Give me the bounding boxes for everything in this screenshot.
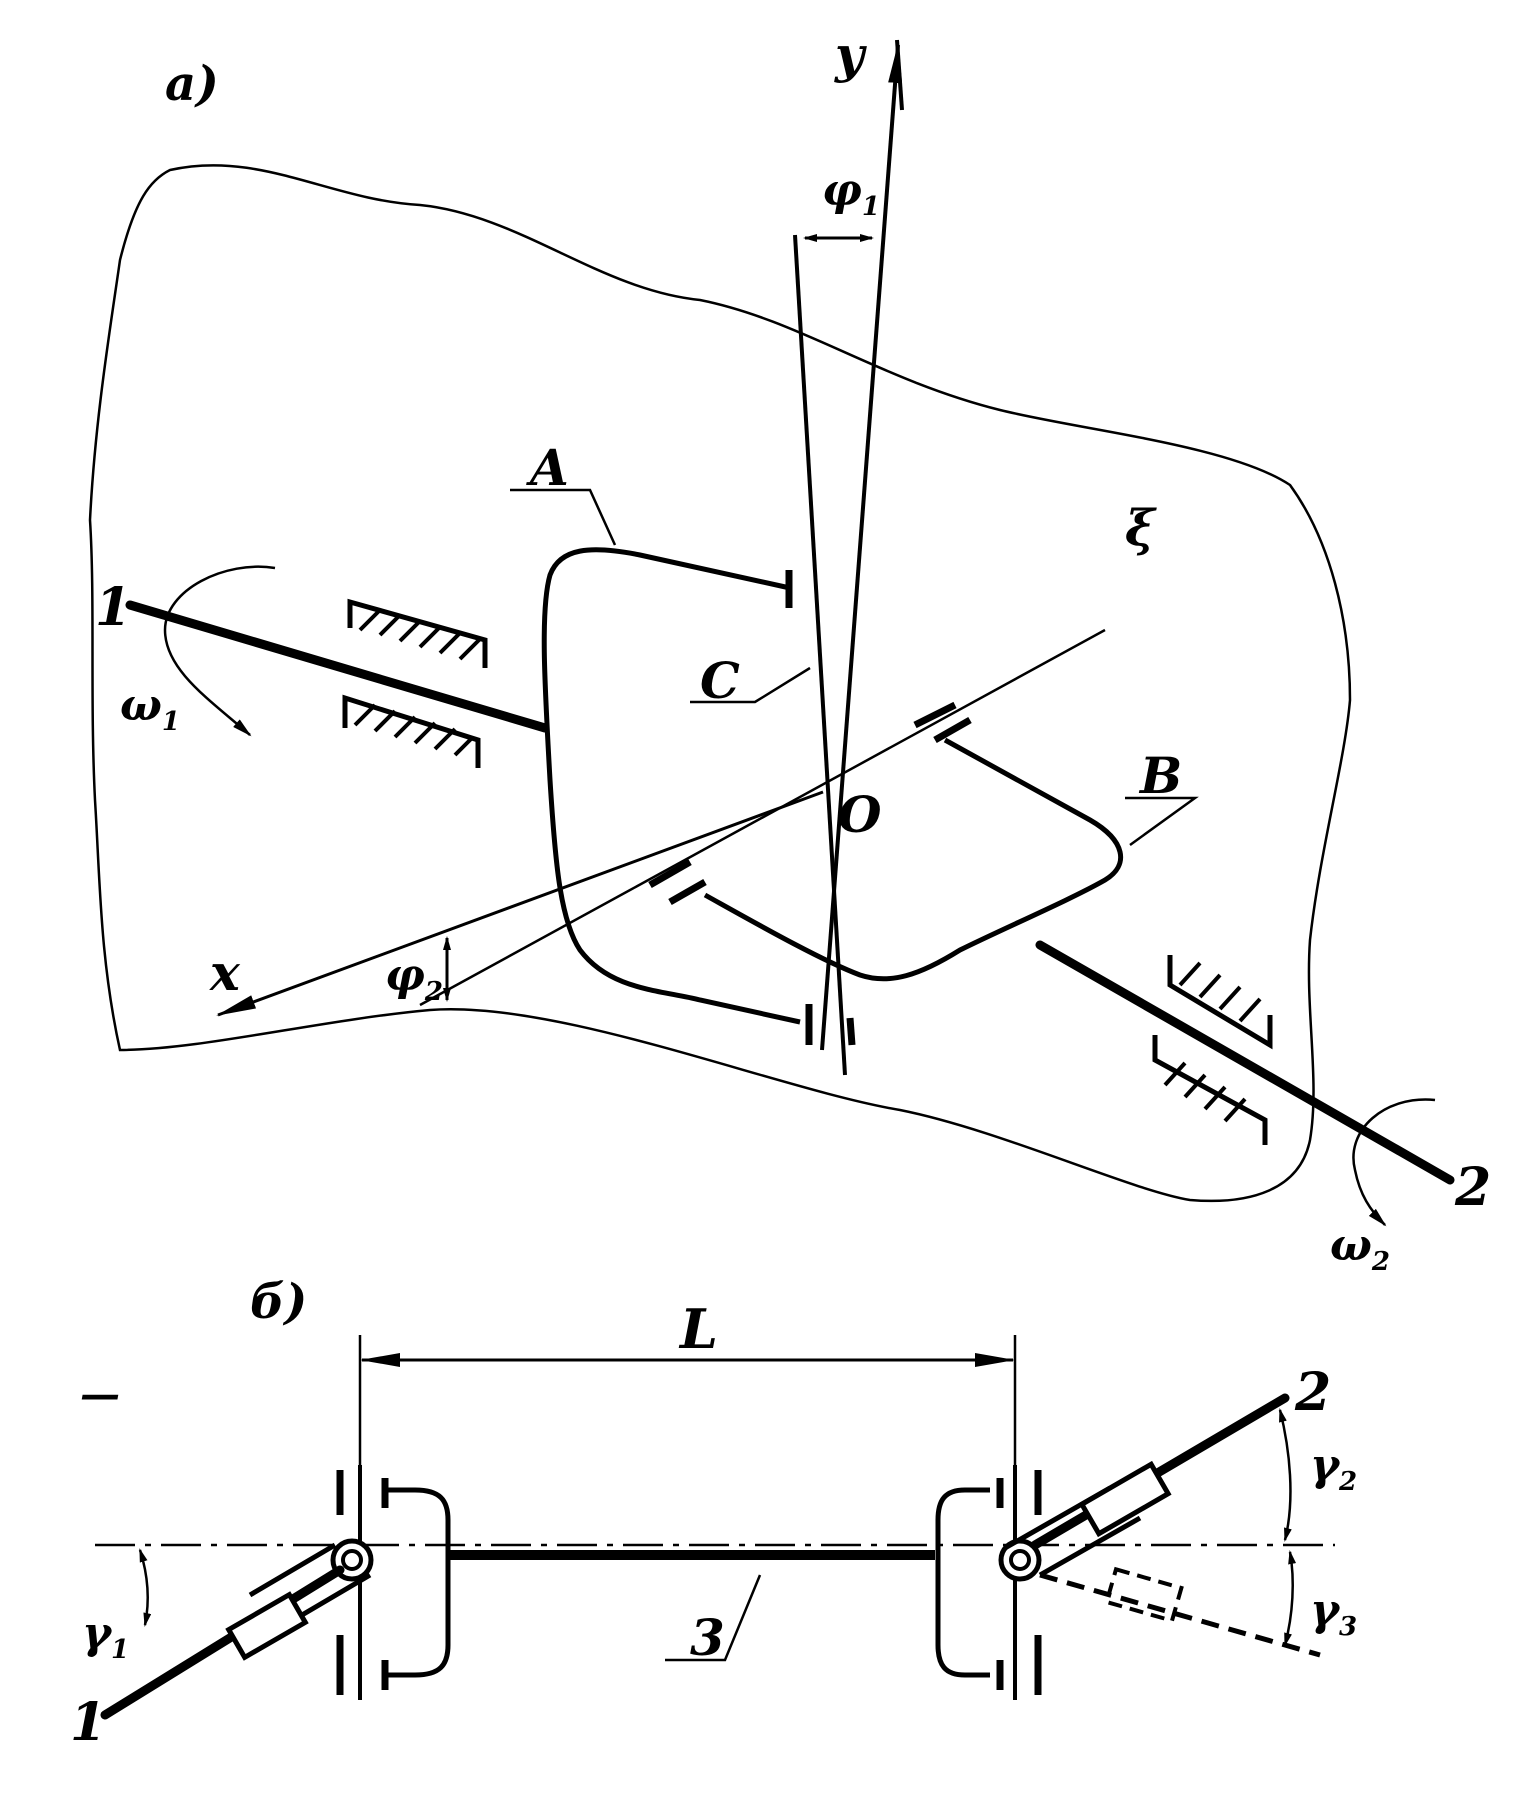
phi1-label: φ1 — [822, 165, 880, 222]
fork-a — [541, 547, 801, 1025]
bearing-2-lower — [1152, 1035, 1268, 1145]
bearing-1-lower-hatch — [353, 703, 474, 757]
shaft-2-label: 2 — [1454, 1157, 1491, 1218]
gamma1-arc — [138, 1548, 152, 1627]
plane-xi-outline — [88, 164, 1352, 1203]
shaft-1-b-label: 1 — [70, 1692, 106, 1753]
cross-c-axis — [793, 234, 847, 1076]
cross-c-label: C — [700, 651, 740, 710]
shaft-2 — [1035, 940, 1455, 1185]
fork-b-axis — [419, 628, 1106, 1007]
right-joint-pivot-inner — [1009, 1549, 1031, 1571]
shaft-3-leader — [665, 1574, 762, 1662]
dash-mark: — — [80, 1371, 120, 1418]
right-bushing — [1078, 1460, 1172, 1538]
fork-b-label: B — [1138, 746, 1182, 805]
shaft-alt-dashed — [1039, 1572, 1321, 1658]
gamma1-label: γ1 — [82, 1608, 129, 1665]
fork-b-pin-bottom-2 — [668, 878, 707, 906]
fork-b-pin-top — [913, 701, 957, 729]
phi2-label: φ2 — [385, 950, 443, 1007]
fork-b-leader — [1125, 796, 1199, 847]
bearing-1-lower — [342, 694, 481, 768]
x-axis-label: x — [209, 943, 241, 1002]
bearing-1-upper — [347, 598, 488, 668]
panel-b-label: б) — [250, 1274, 307, 1330]
omega2-label: ω2 — [1330, 1220, 1390, 1277]
part-b: б) — L 3 γ1 1 — [70, 1274, 1357, 1753]
shaft-3-label: 3 — [690, 1608, 725, 1667]
gamma3-arc — [1283, 1550, 1297, 1647]
omega1-rotation-arrow — [163, 565, 276, 737]
panel-a-label: а) — [165, 56, 219, 112]
fork-b-pin-top-2 — [933, 716, 972, 744]
part-a: φ1 φ2 ω1 — [88, 25, 1491, 1277]
plane-xi-label: ξ — [1125, 498, 1157, 557]
gamma2-label: γ2 — [1310, 1440, 1357, 1497]
left-fork — [388, 1487, 451, 1678]
shaft-1-b — [100, 1565, 345, 1720]
dimension-l-label: L — [678, 1297, 718, 1361]
fork-a-leader — [510, 488, 617, 546]
shaft-1-label: 1 — [95, 577, 131, 638]
alt-bushing-dashed — [1104, 1566, 1184, 1624]
fork-b-pin-bottom — [648, 858, 692, 889]
gamma2-arc — [1278, 1408, 1292, 1542]
bearing-2-upper-hatch — [1178, 961, 1262, 1023]
y-axis-label: y — [834, 25, 867, 84]
omega1-label: ω1 — [120, 680, 180, 737]
fork-b — [703, 737, 1124, 982]
shaft-1 — [125, 600, 550, 733]
fork-a-pin-bottom-2 — [846, 1017, 856, 1046]
omega2-rotation-arrow — [1352, 1098, 1436, 1227]
bearing-2-upper — [1167, 955, 1273, 1050]
left-bushing — [225, 1591, 309, 1661]
bearing-1-upper-hatch — [358, 608, 482, 661]
fork-a-label: A — [526, 438, 569, 497]
left-joint-pivot-inner — [341, 1549, 363, 1571]
right-fork — [935, 1487, 990, 1678]
bearing-2-lower-hatch — [1163, 1061, 1247, 1123]
shaft-2-b — [1030, 1393, 1290, 1550]
shaft-2-b-label: 2 — [1294, 1362, 1331, 1423]
cross-c-leader — [690, 666, 811, 704]
center-o-label: O — [838, 785, 882, 844]
x-axis — [216, 790, 824, 1017]
gamma3-label: γ3 — [1310, 1585, 1357, 1642]
y-axis-tick — [895, 39, 904, 111]
